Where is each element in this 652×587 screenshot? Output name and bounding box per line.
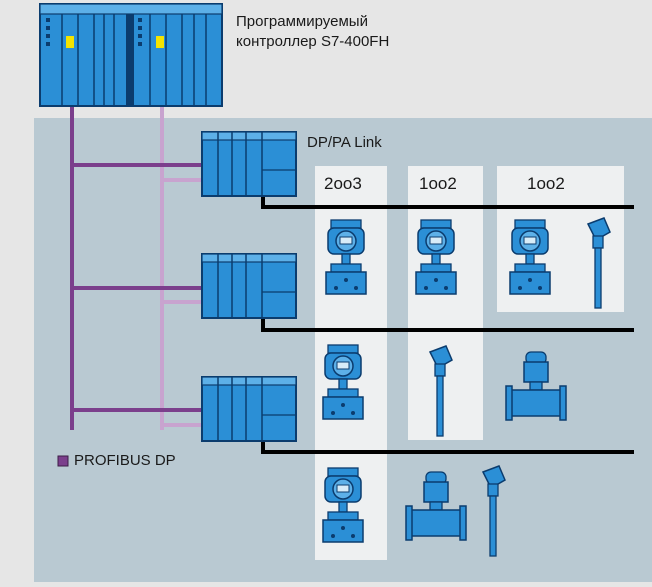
status-indicator <box>66 36 74 48</box>
group-panel-1oo2-a <box>408 166 483 440</box>
group-label-2oo3: 2oo3 <box>324 174 362 193</box>
pa-bus <box>261 195 634 209</box>
legend-swatch <box>57 455 69 467</box>
dp-pa-link-2 <box>201 253 297 319</box>
controller-label-line1: Программируемый <box>236 13 368 30</box>
dp-pa-link-1 <box>201 131 297 197</box>
controller-s7-400fh <box>39 3 223 107</box>
pa-bus <box>261 440 634 454</box>
controller-label-line2: контроллер S7-400FH <box>236 33 390 50</box>
legend-label: PROFIBUS DP <box>74 452 176 469</box>
group-label-1oo2-a: 1oo2 <box>419 174 457 193</box>
pa-bus <box>261 318 634 332</box>
status-indicator <box>156 36 164 48</box>
dp-pa-link-3 <box>201 376 297 442</box>
dp-pa-link-label: DP/PA Link <box>307 134 382 151</box>
group-label-1oo2-b: 1oo2 <box>527 174 565 193</box>
